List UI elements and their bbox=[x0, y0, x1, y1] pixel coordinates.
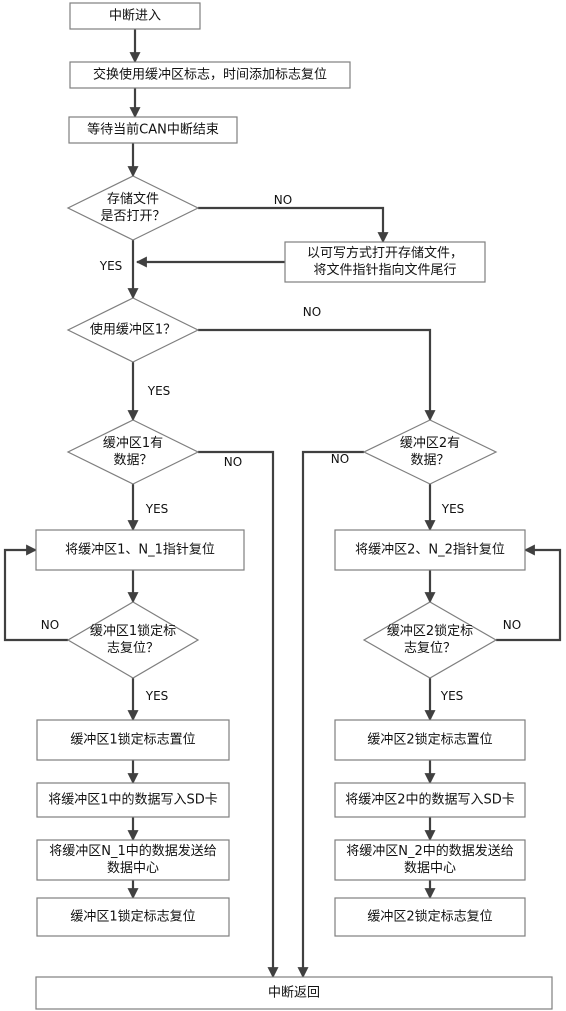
edge-label-file-yes: YES bbox=[99, 259, 123, 273]
process-box bbox=[36, 719, 230, 761]
process-box bbox=[69, 61, 351, 89]
node-use-buf1-q: 使用缓冲区1？ bbox=[66, 297, 200, 363]
node-wait: 等待当前CAN中断结束 bbox=[68, 116, 238, 144]
flow-arrow bbox=[297, 450, 364, 979]
decision-diamond bbox=[362, 601, 498, 679]
process-box bbox=[36, 897, 230, 937]
decision-diamond bbox=[66, 175, 200, 241]
edge-labels: NO YES NO YES YES NO NO YES NO YES NO YES bbox=[41, 193, 521, 703]
node-label: 交换使用缓冲区标志，时间添加标志复位 bbox=[93, 67, 327, 83]
flow-arrow bbox=[496, 544, 562, 642]
flow-arrow bbox=[198, 206, 389, 244]
decision-diamond bbox=[66, 297, 200, 363]
node-label: 缓冲区2锁定标志复位 bbox=[367, 909, 492, 925]
process-box bbox=[36, 839, 230, 881]
node-write-sd1: 将缓冲区1中的数据写入SD卡 bbox=[36, 782, 230, 818]
decision-diamond bbox=[66, 419, 200, 485]
node-label: 缓冲区1锁定标志置位 bbox=[70, 732, 195, 748]
flow-nodes: 中断进入交换使用缓冲区标志，时间添加标志复位等待当前CAN中断结束存储文件是否打… bbox=[35, 2, 553, 1010]
node-reset-ptr2: 将缓冲区2、N_2指针复位 bbox=[334, 529, 526, 571]
node-label: 将文件指针指向文件尾行 bbox=[313, 262, 456, 278]
flow-arrow bbox=[198, 328, 436, 422]
edge-label-lock2-no: NO bbox=[503, 618, 521, 632]
node-label: 中断返回 bbox=[268, 986, 320, 1001]
node-label: 数据？ bbox=[113, 453, 152, 468]
node-reset-ptr1: 将缓冲区1、N_1指针复位 bbox=[35, 529, 245, 571]
node-label: 志复位？ bbox=[107, 641, 159, 656]
node-lock1-set: 缓冲区1锁定标志置位 bbox=[36, 719, 230, 761]
edge-label-b2data-no: NO bbox=[331, 452, 349, 466]
edge-label-b1data-no: NO bbox=[224, 455, 242, 469]
node-lock1-reset: 缓冲区1锁定标志复位 bbox=[36, 897, 230, 937]
node-label: 将缓冲区1、N_1指针复位 bbox=[65, 543, 215, 558]
process-box bbox=[334, 719, 526, 761]
flow-edges bbox=[3, 29, 562, 979]
edge-label-buf-yes: YES bbox=[147, 384, 171, 398]
node-label: 存储文件 bbox=[107, 192, 159, 207]
node-label: 以可写方式打开存储文件， bbox=[307, 245, 463, 261]
node-label: 将缓冲区1中的数据写入SD卡 bbox=[48, 792, 218, 808]
process-box bbox=[334, 897, 526, 937]
flow-arrow bbox=[3, 544, 68, 642]
process-box bbox=[35, 529, 245, 571]
node-open-file: 以可写方式打开存储文件，将文件指针指向文件尾行 bbox=[284, 241, 486, 283]
node-label: 等待当前CAN中断结束 bbox=[87, 122, 219, 138]
node-lock2-reset-q: 缓冲区2锁定标志复位？ bbox=[362, 601, 498, 679]
node-label: 数据中心 bbox=[107, 861, 159, 876]
node-label: 缓冲区2有 bbox=[400, 436, 460, 451]
edge-label-file-no: NO bbox=[274, 193, 292, 207]
process-box bbox=[36, 782, 230, 818]
edge-label-lock1-no: NO bbox=[41, 618, 59, 632]
node-label: 志复位？ bbox=[404, 641, 456, 656]
node-label: 数据？ bbox=[410, 453, 449, 468]
node-label: 缓冲区2锁定标 bbox=[387, 623, 473, 639]
node-label: 缓冲区1有 bbox=[103, 436, 163, 451]
node-lock2-set: 缓冲区2锁定标志置位 bbox=[334, 719, 526, 761]
process-box bbox=[334, 782, 526, 818]
process-box bbox=[35, 976, 553, 1010]
flow-arrow bbox=[198, 450, 279, 979]
edge-label-b2data-yes: YES bbox=[441, 502, 465, 516]
node-label: 是否打开？ bbox=[100, 209, 165, 224]
edge-label-lock1-yes: YES bbox=[145, 689, 169, 703]
node-label: 数据中心 bbox=[404, 861, 456, 876]
node-label: 将缓冲区N_1中的数据发送给 bbox=[49, 843, 217, 859]
node-lock2-reset: 缓冲区2锁定标志复位 bbox=[334, 897, 526, 937]
node-end: 中断返回 bbox=[35, 976, 553, 1010]
node-label: 将缓冲区N_2中的数据发送给 bbox=[346, 843, 514, 859]
node-swap: 交换使用缓冲区标志，时间添加标志复位 bbox=[69, 61, 351, 89]
decision-diamond bbox=[66, 601, 200, 679]
node-write-sd2: 将缓冲区2中的数据写入SD卡 bbox=[334, 782, 526, 818]
node-label: 缓冲区1锁定标志复位 bbox=[70, 909, 195, 925]
process-box bbox=[334, 839, 526, 881]
edge-label-lock2-yes: YES bbox=[440, 689, 464, 703]
process-box bbox=[334, 529, 526, 571]
process-box bbox=[68, 116, 238, 144]
node-lock1-reset-q: 缓冲区1锁定标志复位？ bbox=[66, 601, 200, 679]
process-box bbox=[69, 2, 201, 30]
node-label: 将缓冲区2中的数据写入SD卡 bbox=[345, 792, 515, 808]
node-label: 中断进入 bbox=[109, 9, 161, 24]
node-start: 中断进入 bbox=[69, 2, 201, 30]
edge-label-b1data-yes: YES bbox=[145, 502, 169, 516]
process-box bbox=[284, 241, 486, 283]
node-label: 缓冲区2锁定标志置位 bbox=[367, 732, 492, 748]
node-label: 使用缓冲区1？ bbox=[90, 322, 176, 338]
node-label: 将缓冲区2、N_2指针复位 bbox=[355, 543, 505, 558]
edge-label-buf-no: NO bbox=[303, 305, 321, 319]
node-label: 缓冲区1锁定标 bbox=[90, 623, 176, 639]
decision-diamond bbox=[362, 419, 498, 485]
